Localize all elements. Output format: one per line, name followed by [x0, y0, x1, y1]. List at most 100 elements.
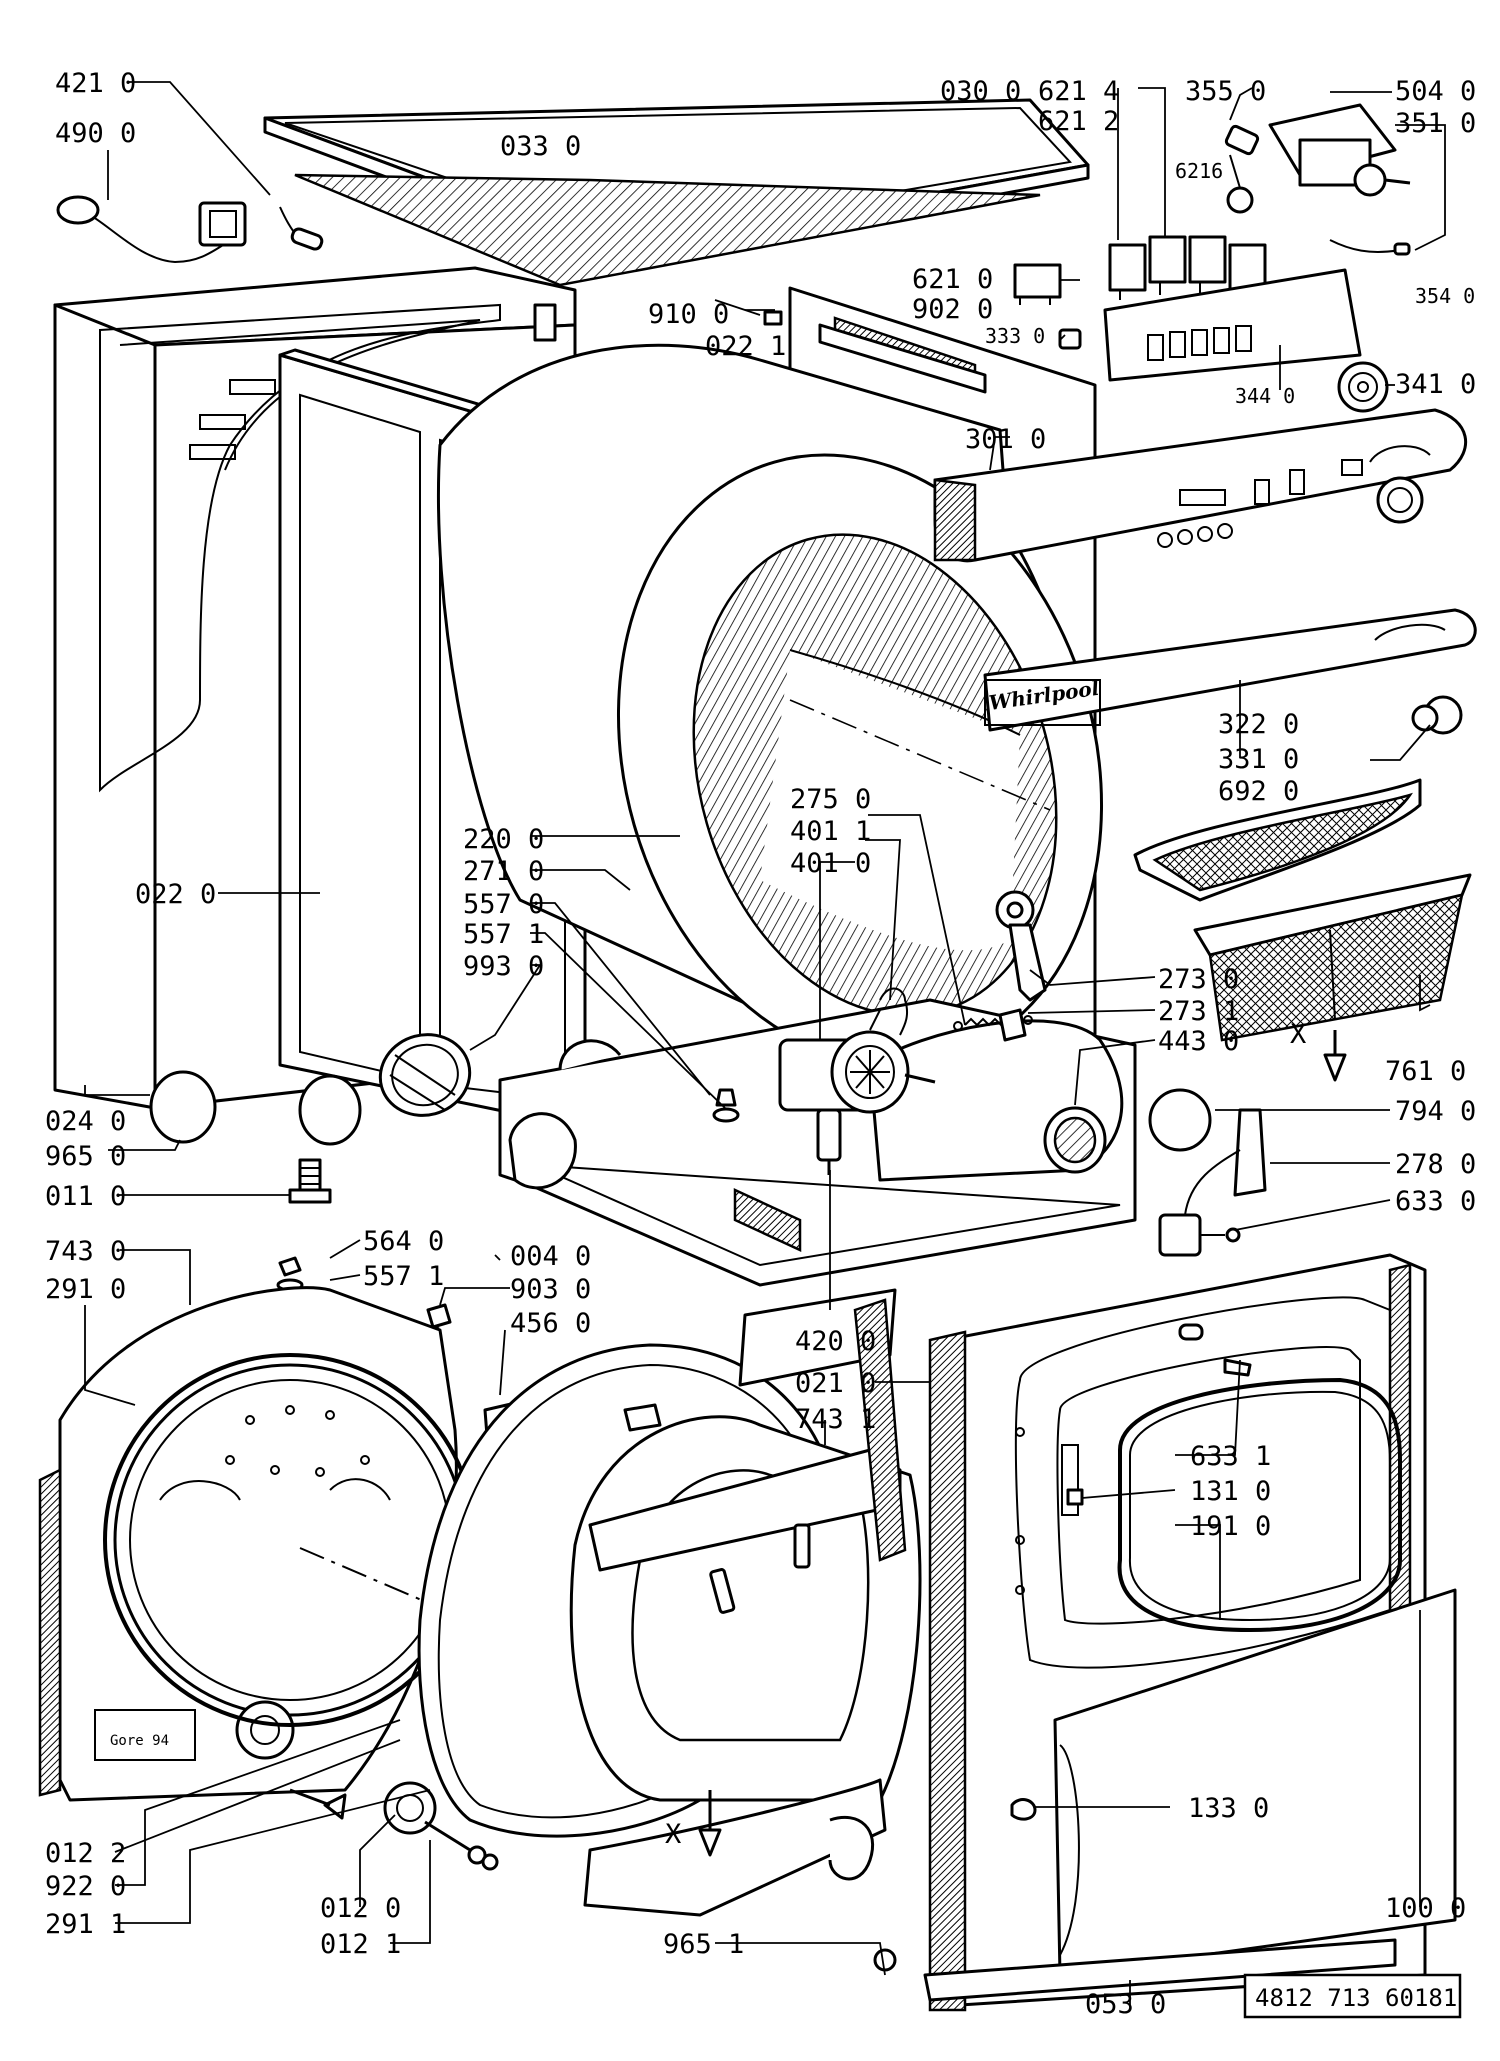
leader-lines [84, 81, 1446, 2005]
label-341-0: 341 0 [1395, 369, 1476, 400]
label-902-0: 902 0 [912, 294, 993, 325]
label-271-0: 271 0 [463, 856, 544, 887]
label-922-0: 922 0 [45, 1871, 126, 1902]
lamp-holder-part [383, 1781, 471, 1852]
kickplate-part [923, 1938, 1397, 2002]
label-275-0: 275 0 [790, 784, 871, 815]
label-420-0: 420 0 [795, 1326, 876, 1357]
power-cord-part [56, 195, 247, 264]
lamp-nut-part [467, 1845, 499, 1871]
top-cover-insulation-part [294, 173, 1041, 287]
control-board-part [1103, 268, 1362, 382]
bulkhead-marking: Gore 94 [110, 1733, 169, 1749]
timer-switch-part [1268, 103, 1411, 197]
label-131-0: 131 0 [1190, 1476, 1271, 1507]
label-012-0: 012 0 [320, 1893, 401, 1924]
screw-part [276, 1256, 304, 1292]
timer-cam-wire-part [1329, 239, 1411, 256]
label-022-1: 022 1 [705, 331, 786, 362]
label-011-0: 011 0 [45, 1181, 126, 1212]
label-401-1: 401 1 [790, 816, 871, 847]
adjustable-foot-part [288, 1158, 332, 1204]
foot-cap-rear-part [873, 1948, 897, 1972]
filter-frame-part [1133, 778, 1422, 902]
door-switch-connector-part [1058, 328, 1082, 350]
pulley-bracket-part [998, 1008, 1027, 1042]
drive-motor-part [778, 1030, 936, 1114]
label-401-0: 401 0 [790, 848, 871, 879]
pressure-screw-part [712, 1088, 740, 1123]
label-421-0: 421 0 [55, 68, 136, 99]
label-761-0: 761 0 [1385, 1056, 1466, 1087]
label-291-0: 291 0 [45, 1274, 126, 1305]
label-910-0: 910 0 [648, 299, 729, 330]
label-443-0: 443 0 [1158, 1026, 1239, 1057]
label-012-1: 012 1 [320, 1929, 401, 1960]
control-panel-fascia-part: Whirlpool [983, 608, 1477, 732]
direction-arrow-filter [1323, 1030, 1347, 1082]
label-633-0: 633 0 [1395, 1186, 1476, 1217]
motor-clip-part [869, 987, 909, 1036]
label-333-0: 333 0 [985, 324, 1045, 348]
label-354-0: 354 0 [1415, 284, 1475, 308]
top-rail-part [818, 323, 987, 394]
label-355-0: 355 0 [1185, 76, 1266, 107]
idler-pulley-part [995, 890, 1047, 1002]
door-hinge-pin-part [709, 1523, 811, 1614]
label-557-1-top: 557 1 [463, 919, 544, 950]
door-hinge-part [1010, 1798, 1037, 1821]
door-glass-frame-part [1117, 1377, 1402, 1633]
control-knob-base-part [1337, 361, 1389, 413]
control-panel-part [933, 408, 1468, 563]
label-322-0: 322 0 [1218, 709, 1299, 740]
label-557-1-lower: 557 1 [363, 1261, 444, 1292]
label-024-0: 024 0 [45, 1106, 126, 1137]
label-012-2: 012 2 [45, 1838, 126, 1869]
blower-housing-part [868, 1019, 1124, 1182]
label-621-4: 621 4 [1038, 76, 1119, 107]
label-965-1: 965 1 [663, 1929, 744, 1960]
label-291-1: 291 1 [45, 1909, 126, 1940]
label-004-0: 004 0 [510, 1241, 591, 1272]
label-504-0: 504 0 [1395, 76, 1476, 107]
label-053-0: 053 0 [1085, 1989, 1166, 2020]
label-278-0: 278 0 [1395, 1149, 1476, 1180]
label-273-1: 273 1 [1158, 996, 1239, 1027]
relay-part [1013, 263, 1062, 305]
document-code: 4812 713 60181 [1255, 1984, 1457, 2012]
label-033-0: 033 0 [500, 131, 581, 162]
gasket-ring-part [1148, 1088, 1212, 1152]
label-191-0: 191 0 [1190, 1511, 1271, 1542]
label-351-0: 351 0 [1395, 108, 1476, 139]
door-catch-part [1223, 1358, 1252, 1377]
label-273-0: 273 0 [1158, 964, 1239, 995]
label-743-1: 743 1 [795, 1404, 876, 1435]
label-743-0: 743 0 [45, 1236, 126, 1267]
label-344-0: 344 0 [1235, 384, 1295, 408]
label-633-1: 633 1 [1190, 1441, 1271, 1472]
drum-bearing-part [378, 1033, 472, 1117]
knob-part [1411, 695, 1463, 735]
thermostat-part [816, 1108, 842, 1175]
direction-arrow-bulkhead [698, 1790, 722, 1857]
label-direction-x-bulkhead: X [665, 1819, 681, 1850]
label-965-0: 965 0 [45, 1141, 126, 1172]
label-794-0: 794 0 [1395, 1096, 1476, 1127]
label-692-0: 692 0 [1218, 776, 1299, 807]
label-621-2: 621 2 [1038, 106, 1119, 137]
label-direction-x-filter: X [1290, 1019, 1306, 1050]
label-6216: 6216 [1175, 159, 1223, 183]
lint-filter-part [1193, 873, 1472, 1042]
document-code-box: 4812 713 60181 [1243, 1973, 1462, 2019]
door-outer-panel-part [1053, 1588, 1457, 1977]
label-456-0: 456 0 [510, 1308, 591, 1339]
label-903-0: 903 0 [510, 1274, 591, 1305]
label-133-0: 133 0 [1188, 1793, 1269, 1824]
door-sensor-part [763, 310, 783, 326]
relay-group-part [1108, 235, 1267, 302]
label-220-0: 220 0 [463, 824, 544, 855]
label-022-0: 022 0 [135, 879, 216, 910]
label-993-0: 993 0 [463, 951, 544, 982]
part-labels: 421 0 490 0 033 0 030 0 621 4 621 2 6216… [45, 68, 1476, 2020]
label-021-0: 021 0 [795, 1368, 876, 1399]
